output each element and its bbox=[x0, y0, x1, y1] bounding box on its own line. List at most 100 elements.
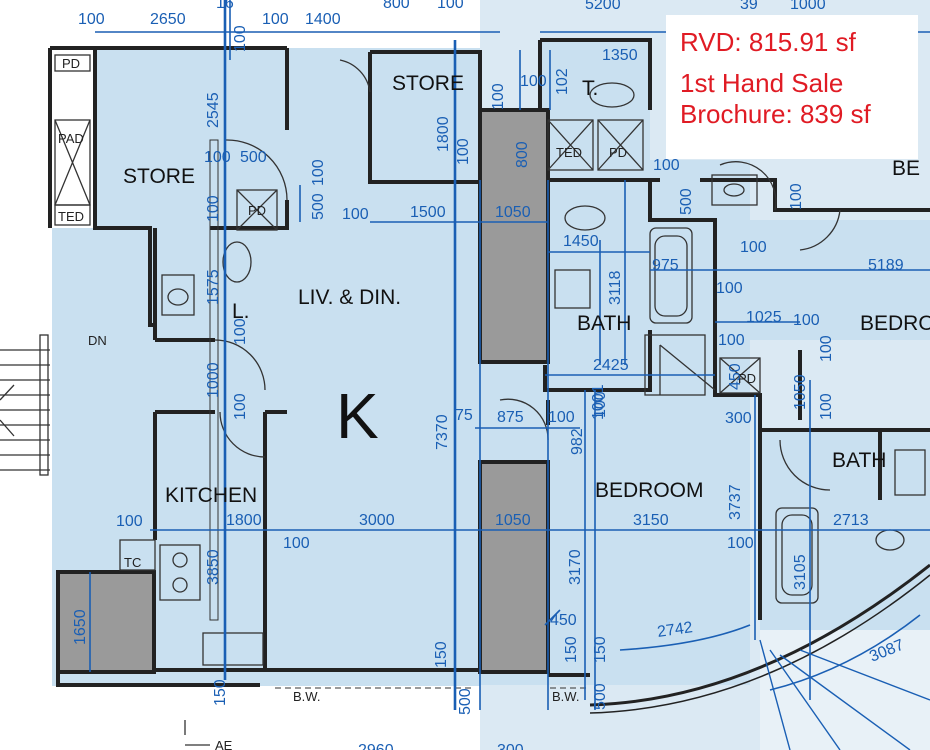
staircase bbox=[0, 334, 50, 485]
room-label-kitchen: KITCHEN bbox=[165, 484, 257, 507]
dim-500-b1: 500 bbox=[457, 688, 474, 715]
dim-102: 102 bbox=[554, 68, 571, 95]
dim-1575: 1575 bbox=[205, 269, 222, 305]
dim-100-t: 100 bbox=[520, 73, 547, 90]
dim-3850: 3850 bbox=[205, 549, 222, 585]
dim-100-r10: 100 bbox=[727, 535, 754, 552]
dim-500-v: 500 bbox=[310, 193, 327, 220]
curved-facade bbox=[589, 563, 930, 750]
fixture-ae: AE bbox=[215, 738, 233, 750]
dim-100-v3: 100 bbox=[310, 159, 327, 186]
dim-100-v1: 100 bbox=[232, 25, 249, 52]
fixture-ted-left: TED bbox=[58, 209, 84, 224]
dim-3118: 3118 bbox=[607, 270, 624, 305]
dim-top-800: 800 bbox=[383, 0, 410, 12]
dim-2425: 2425 bbox=[593, 357, 629, 374]
area-info-box: RVD: 815.91 sf 1st Hand Sale Brochure: 8… bbox=[666, 15, 918, 159]
fixture-pd-mid: PD bbox=[738, 371, 756, 386]
dim-3000: 3000 bbox=[359, 512, 395, 529]
dim-100-r4: 100 bbox=[716, 280, 743, 297]
dim-875: 875 bbox=[497, 409, 524, 426]
dim-1350: 1350 bbox=[602, 47, 638, 64]
dim-1450: 1450 bbox=[563, 233, 599, 250]
dim-100-sa: 100 bbox=[204, 149, 231, 166]
structural-columns bbox=[56, 108, 550, 674]
fixture-pd-top: PD bbox=[609, 145, 627, 160]
dim-100-k2: 100 bbox=[283, 535, 310, 552]
room-label-bath-center: BATH bbox=[577, 312, 631, 335]
dim-top-100c: 100 bbox=[437, 0, 464, 12]
fixture-pd-store: PD bbox=[248, 203, 266, 218]
fixtures bbox=[54, 54, 926, 746]
room-label-store-top: STORE bbox=[392, 72, 464, 95]
dim-982: 982 bbox=[569, 428, 586, 455]
fixture-ted-top: TED bbox=[556, 145, 582, 160]
dim-800v: 800 bbox=[514, 141, 531, 168]
rvd-area-text: RVD: 815.91 sf bbox=[680, 27, 856, 57]
dim-100-m: 100 bbox=[548, 409, 575, 426]
dim-1800: 1800 bbox=[226, 512, 262, 529]
dim-1500: 1500 bbox=[410, 204, 446, 221]
dim-1000v: 1000 bbox=[205, 362, 222, 398]
dim-500-r: 500 bbox=[678, 188, 695, 215]
fixture-t-label: T. bbox=[582, 77, 598, 100]
dim-top-39: 39 bbox=[740, 0, 758, 13]
dim-100-r6: 100 bbox=[718, 332, 745, 349]
fixture-labels: PAD TED PD PD TED PD PD T. DN B.W. B.W. … bbox=[58, 56, 756, 750]
brochure-area-text: Brochure: 839 sf bbox=[680, 99, 871, 129]
dim-bottom-2960: 2960 bbox=[358, 742, 394, 750]
dim-100-r1: 100 bbox=[653, 157, 680, 174]
dim-7370: 7370 bbox=[434, 414, 451, 450]
walls bbox=[48, 38, 930, 687]
fixture-dn: DN bbox=[88, 333, 107, 348]
dim-975: 975 bbox=[652, 257, 679, 274]
dim-2545: 2545 bbox=[205, 92, 222, 128]
dim-450-b: 450 bbox=[550, 612, 577, 629]
dimension-labels: 100 2650 16 100 1400 800 100 5200 39 100… bbox=[72, 0, 907, 750]
dim-500-b2: 500 bbox=[592, 683, 609, 710]
dim-3737: 3737 bbox=[727, 484, 744, 520]
dim-100-r5: 100 bbox=[793, 312, 820, 329]
dim-100-v6: 100 bbox=[232, 393, 249, 420]
room-label-bedroom-top-right: BE bbox=[892, 157, 920, 180]
dim-150-d: 150 bbox=[592, 636, 609, 663]
dim-1800v: 1800 bbox=[435, 116, 452, 152]
dim-500-s: 500 bbox=[240, 149, 267, 166]
fixture-pad: PAD bbox=[58, 131, 84, 146]
dim-3170: 3170 bbox=[567, 549, 584, 585]
dim-100-r2: 100 bbox=[788, 183, 805, 210]
room-label-bath-right: BATH bbox=[832, 449, 886, 472]
dim-1050-mid: 1050 bbox=[495, 512, 531, 529]
dim-2713: 2713 bbox=[833, 512, 869, 529]
dim-100-h1: 100 bbox=[342, 206, 369, 223]
dim-top-16: 16 bbox=[216, 0, 234, 12]
door-swings bbox=[214, 59, 841, 491]
dim-900-top: 100 bbox=[490, 83, 507, 110]
dim-2742: 2742 bbox=[656, 619, 694, 641]
dim-5189: 5189 bbox=[868, 257, 904, 274]
dimension-lines bbox=[89, 0, 930, 710]
dim-top-100b: 100 bbox=[262, 11, 289, 28]
dim-top-2650: 2650 bbox=[150, 11, 186, 28]
fixture-tc: TC bbox=[124, 555, 141, 570]
room-label-bedroom-right: BEDRO bbox=[860, 312, 930, 335]
dim-top-100a: 100 bbox=[78, 11, 105, 28]
room-labels: STORE STORE LIV. & DIN. L. KITCHEN BATH … bbox=[123, 72, 930, 507]
dim-top-1400: 1400 bbox=[305, 11, 341, 28]
dim-1001: 1001 bbox=[590, 384, 607, 420]
room-label-lav: L. bbox=[232, 300, 250, 323]
dim-top-5200: 5200 bbox=[585, 0, 621, 13]
dim-100-v4: 100 bbox=[205, 195, 222, 222]
room-label-bedroom-main: BEDROOM bbox=[595, 479, 704, 502]
dim-450-v: 450 bbox=[727, 363, 744, 390]
dim-300: 300 bbox=[725, 410, 752, 427]
fixture-bw-left: B.W. bbox=[293, 689, 320, 704]
dim-1025: 1025 bbox=[746, 309, 782, 326]
dim-100-r9: 100 bbox=[592, 391, 609, 418]
dim-100-v2: 100 bbox=[455, 138, 472, 165]
dim-1650: 1650 bbox=[72, 609, 89, 645]
dim-3150: 3150 bbox=[633, 512, 669, 529]
dim-75: 75 bbox=[455, 407, 473, 424]
dim-1050-top: 1050 bbox=[495, 204, 531, 221]
dim-top-1000: 1000 bbox=[790, 0, 826, 13]
